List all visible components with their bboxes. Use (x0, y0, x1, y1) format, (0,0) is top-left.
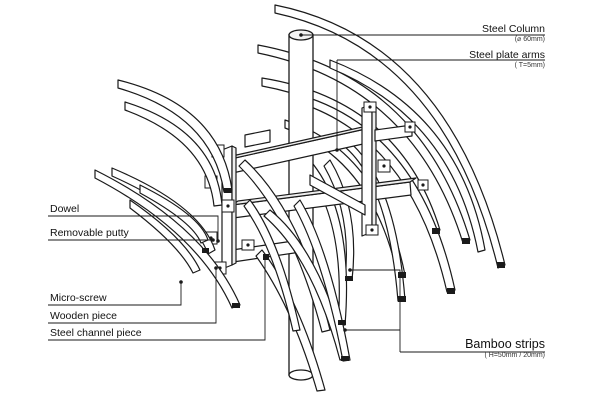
bamboo-strip (129, 199, 201, 274)
label-dowel: Dowel (50, 203, 80, 215)
leader-dots (179, 33, 352, 332)
strip-ends (202, 188, 505, 361)
leader-lines (48, 34, 545, 353)
bamboo-strip (124, 101, 223, 207)
bamboo-strip (139, 184, 209, 244)
bamboo-strips-spec: ( H=50mm / 20mm) (484, 352, 545, 359)
bamboo-strip (329, 59, 486, 253)
label-steel-channel-piece: Steel channel piece (50, 327, 142, 339)
leader-steel-channel (48, 258, 266, 341)
label-bamboo-strips: Bamboo strips ( H=50mm / 20mm) (465, 337, 545, 360)
label-steel-column: Steel Column (⌀ 60mm) (482, 23, 545, 44)
steel-column-spec: (⌀ 60mm) (514, 36, 545, 43)
bamboo-strips-front (94, 79, 351, 392)
leader-dowel (48, 215, 219, 241)
label-removable-putty: Removable putty (50, 227, 129, 239)
steel-column-name: Steel Column (481, 23, 545, 35)
bamboo-strips-name: Bamboo strips (465, 337, 545, 351)
bamboo-strip (243, 199, 301, 332)
label-micro-screw: Micro-screw (50, 292, 107, 304)
leader-micro-screw (48, 282, 182, 306)
steel-plate-arms-spec: ( T=5mm) (514, 62, 545, 69)
steel-plate-arms-name: Steel plate arms (469, 49, 545, 61)
label-steel-plate-arms: Steel plate arms ( T=5mm) (469, 49, 545, 70)
bamboo-strip (238, 159, 331, 333)
label-wooden-piece: Wooden piece (50, 310, 117, 322)
leader-wooden-piece (48, 268, 217, 324)
